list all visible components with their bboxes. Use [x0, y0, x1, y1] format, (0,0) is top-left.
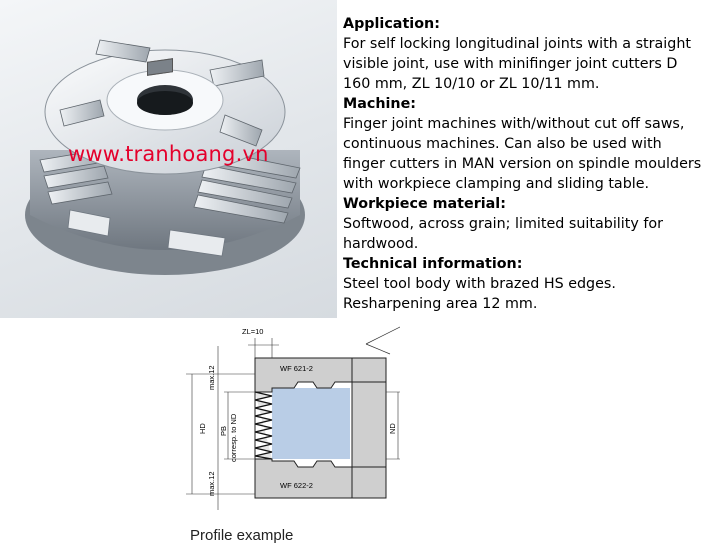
- corresp-label: corresp. to ND: [229, 413, 238, 462]
- bottom-tool-label: WF 622-2: [280, 481, 313, 490]
- technical-text: Steel tool body with brazed HS edges. Re…: [343, 276, 616, 312]
- nd-label: ND: [388, 423, 397, 434]
- zl-label: ZL=10: [242, 327, 263, 336]
- workpiece-text: Softwood, across grain; limited suitabil…: [343, 216, 664, 252]
- cutter-illustration: [25, 39, 305, 275]
- workpiece-area: [272, 388, 350, 459]
- hd-label: HD: [198, 423, 207, 434]
- pb-label: PB: [219, 426, 228, 436]
- workpiece-heading: Workpiece material:: [343, 196, 506, 212]
- max-top-label: max.12: [207, 365, 216, 390]
- machine-heading: Machine:: [343, 96, 417, 112]
- application-heading: Application:: [343, 16, 440, 32]
- right-spacer: [351, 357, 387, 499]
- product-photo: www.tranhoang.vn: [0, 0, 337, 318]
- finger-profile: [254, 391, 273, 460]
- top-tool-label: WF 621-2: [280, 364, 313, 373]
- profile-drawing: WF 621-2 WF 622-2 ZL=10 HD max.12 max.12…: [186, 326, 400, 510]
- max-bottom-label: max.12: [207, 471, 216, 496]
- machine-text: Finger joint machines with/without cut o…: [343, 116, 702, 192]
- specification-text: Application: For self locking longitudin…: [343, 14, 705, 314]
- profile-caption: Profile example: [190, 527, 294, 544]
- bottom-tool-body: [254, 458, 353, 499]
- watermark-url: www.tranhoang.vn: [68, 142, 269, 166]
- application-text: For self locking longitudinal joints wit…: [343, 36, 692, 92]
- technical-heading: Technical information:: [343, 256, 523, 272]
